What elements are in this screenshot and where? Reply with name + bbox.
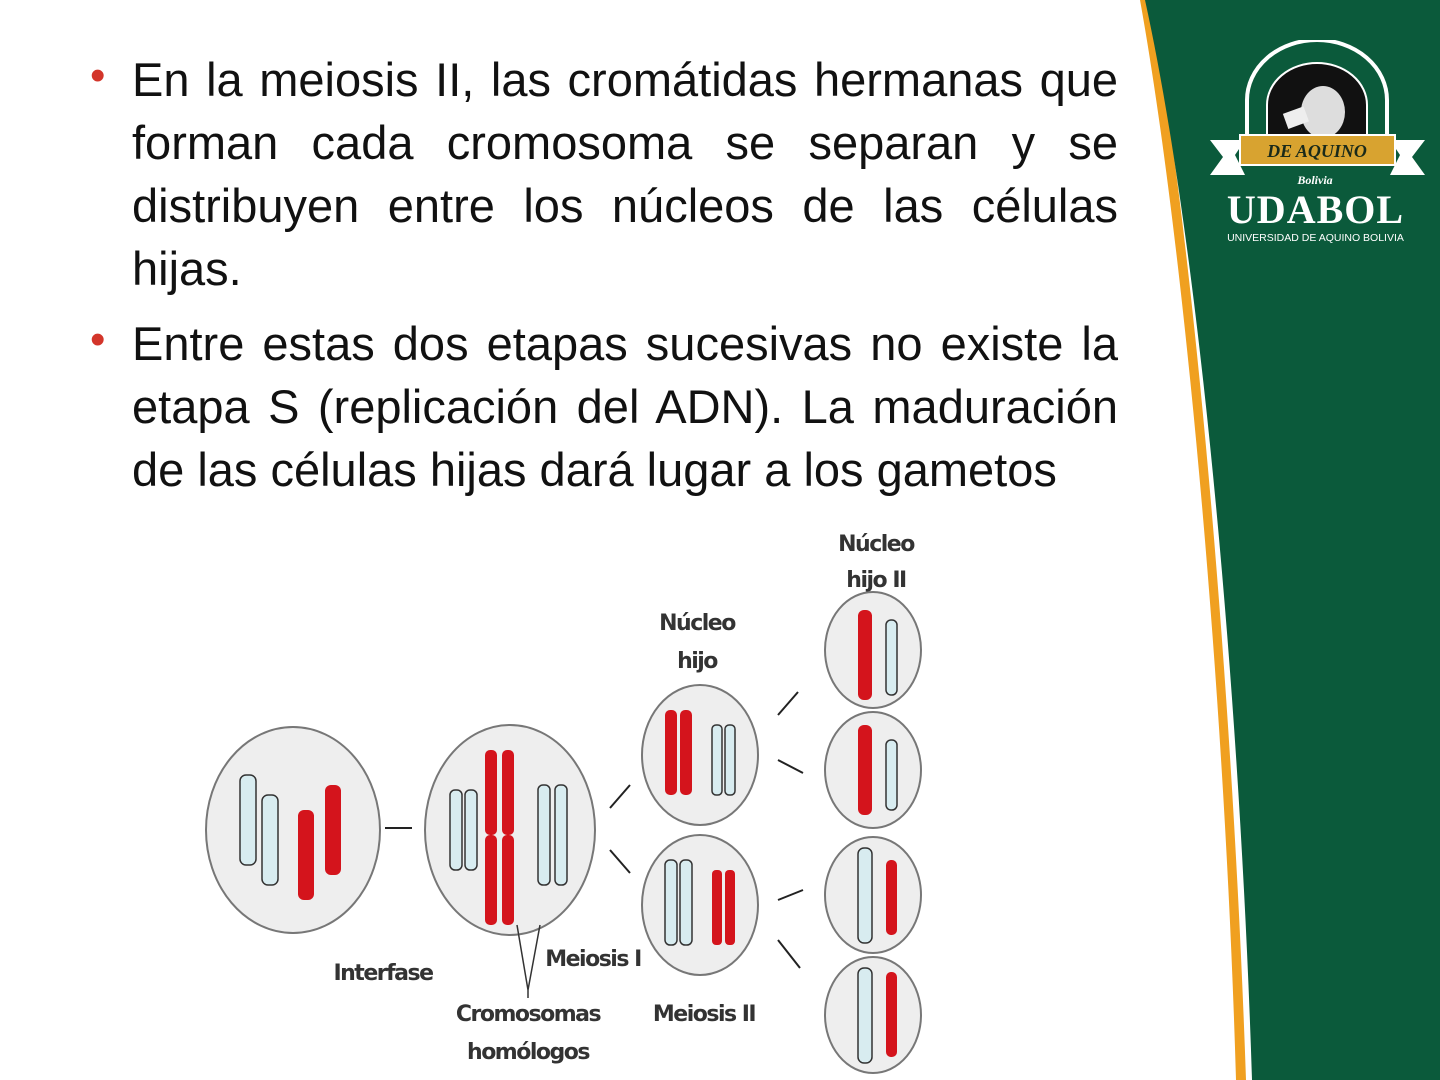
bullet-item: • En la meiosis II, las cromátidas herman… — [90, 48, 1118, 300]
bullet-dot-icon: • — [90, 51, 106, 100]
label-cromosomas: Cromosomas — [456, 1002, 602, 1027]
cell-nucleo-hijo-ii — [824, 836, 922, 954]
label-nucleo-hijo: Núcleo — [659, 611, 736, 636]
cell-nucleo-hijo-ii — [824, 711, 922, 829]
brand-name: UDABOL — [1226, 187, 1405, 232]
chromosome — [239, 774, 257, 866]
svg-text:DE AQUINO: DE AQUINO — [1266, 141, 1367, 161]
university-logo: DE AQUINO Bolivia — [1210, 40, 1425, 187]
svg-text:Bolivia: Bolivia — [1296, 173, 1332, 187]
bullet-text: En la meiosis II, las cromátidas hermana… — [132, 53, 1118, 295]
chromosome — [325, 785, 341, 875]
bullet-dot-icon: • — [90, 315, 106, 364]
bullet-text: Entre estas dos etapas sucesivas no exis… — [132, 317, 1118, 496]
label-nucleo-hijo-ii: hijo II — [846, 568, 906, 593]
cell-nucleo-hijo-top — [641, 684, 759, 826]
label-homologos: homólogos — [467, 1040, 590, 1065]
green-panel — [1145, 0, 1440, 1080]
label-meiosis-1: Meiosis I — [545, 947, 641, 972]
brand-full-name: UNIVERSIDAD DE AQUINO BOLIVIA — [1227, 232, 1404, 244]
bullet-item: • Entre estas dos etapas sucesivas no exi… — [90, 312, 1118, 501]
label-interfase: Interfase — [333, 961, 433, 986]
label-meiosis-2: Meiosis II — [653, 1002, 756, 1027]
chromosome — [261, 794, 279, 886]
cell-nucleo-hijo-bottom — [641, 834, 759, 976]
label-nucleo-hijo: hijo — [677, 649, 718, 674]
chromosome — [298, 810, 314, 900]
cell-nucleo-hijo-ii — [824, 956, 922, 1074]
arrow-icon — [777, 691, 804, 969]
bullet-list: • En la meiosis II, las cromátidas herman… — [90, 48, 1118, 513]
label-nucleo-hijo-ii: Núcleo — [838, 532, 915, 557]
arrow-icon — [609, 784, 631, 874]
cell-nucleo-hijo-ii — [824, 591, 922, 709]
meiosis-diagram: Interfase Meiosis I Cromosomas homólogos… — [205, 532, 922, 1074]
pointer-line — [516, 924, 541, 998]
cell-interfase — [205, 726, 381, 934]
